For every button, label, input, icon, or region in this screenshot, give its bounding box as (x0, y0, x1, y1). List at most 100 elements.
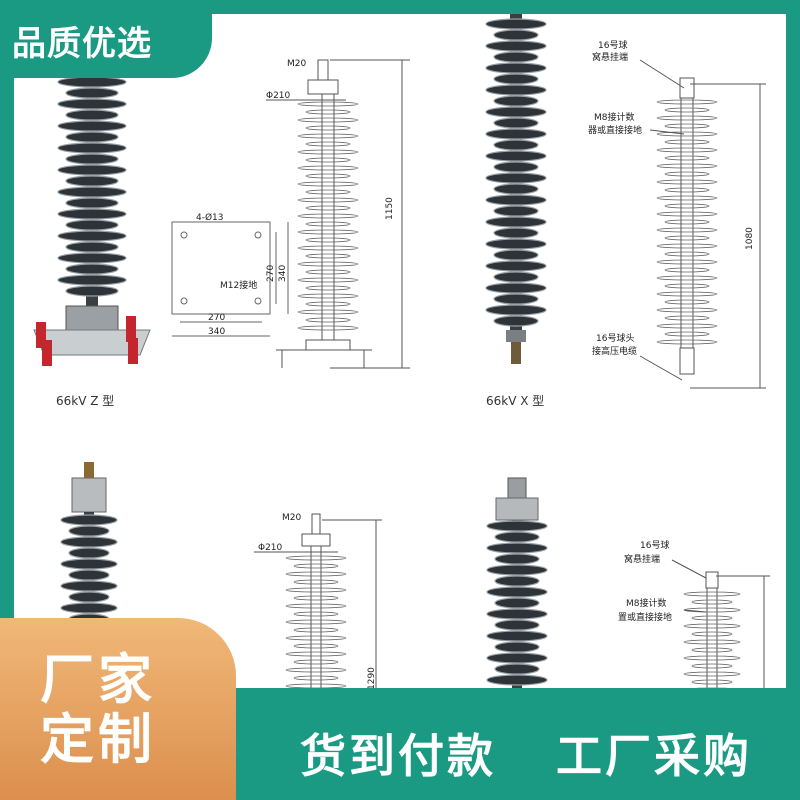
insulator-shed (485, 260, 547, 272)
insulator-shed (485, 18, 547, 30)
insulator-shed (485, 238, 547, 250)
insulator-shed (656, 131, 718, 137)
insulator-shed (486, 586, 548, 598)
insulator-shed (305, 285, 351, 291)
insulator-shed (285, 555, 347, 561)
insulator-shed (664, 315, 710, 321)
insulator-shed (68, 547, 110, 559)
insulator-shed (493, 293, 539, 305)
insulator-shed (683, 639, 741, 645)
insulator-shed (293, 675, 339, 681)
insulator-shed (297, 325, 359, 331)
insulator-shed (297, 133, 359, 139)
banner-left-text: 货到付款 (300, 729, 496, 783)
insulator-shed (60, 536, 118, 548)
insulator-shed (486, 564, 548, 576)
insulator-shed (486, 630, 548, 642)
insulator-shed (664, 267, 710, 273)
insulator-shed (57, 164, 127, 176)
insulator-shed (656, 291, 718, 297)
insulator-shed (494, 597, 540, 609)
d4-ball-top-1: 16号球 (640, 539, 669, 551)
insulator-shed (493, 161, 539, 173)
insulator-shed (485, 40, 547, 52)
insulator-shed (664, 219, 710, 225)
d2-m8-2: 器或直接接地 (588, 124, 642, 136)
insulator-shed (65, 109, 119, 121)
insulator-shed (691, 615, 733, 621)
insulator-shed (297, 213, 359, 219)
insulator-shed (65, 219, 119, 231)
insulator-shed (493, 271, 539, 283)
insulator-shed (60, 514, 118, 526)
insulator-shed (305, 109, 351, 115)
arrester-photo-z (33, 70, 151, 366)
insulator-shed (664, 299, 710, 305)
insulator-shed (60, 580, 118, 592)
insulator-shed (285, 571, 347, 577)
insulator-shed (486, 608, 548, 620)
insulator-shed (493, 51, 539, 63)
d2-m8-1: M8接计数 (594, 111, 635, 123)
insulator-shed (305, 141, 351, 147)
insulator-shed (486, 542, 548, 554)
insulator-shed (493, 249, 539, 261)
d2-ball-bot-1: 16号球头 (596, 332, 634, 344)
d2-ball-top-1: 16号球 (598, 39, 627, 51)
insulator-shed (656, 115, 718, 121)
insulator-shed (493, 29, 539, 41)
arrester-drawing-3 (254, 513, 382, 692)
insulator-shed (485, 106, 547, 118)
banner-right-text: 工厂采购 (556, 729, 752, 783)
d3-phi-label: Φ210 (258, 543, 283, 553)
insulator-shed (486, 520, 548, 532)
insulator-shed (65, 285, 119, 297)
insulator-shed (664, 251, 710, 257)
insulator-shed (691, 663, 733, 669)
insulator-shed (493, 227, 539, 239)
insulator-shed (293, 611, 339, 617)
insulator-shed (57, 98, 127, 110)
insulator-shed (656, 323, 718, 329)
insulator-shed (297, 117, 359, 123)
insulator-shed (293, 595, 339, 601)
d2-height-label: 1080 (745, 227, 755, 250)
insulator-shed (493, 315, 539, 327)
insulator-shed (297, 197, 359, 203)
plate-w2-label: 340 (208, 327, 225, 337)
insulator-shed (305, 173, 351, 179)
insulator-shed (664, 171, 710, 177)
insulator-shed (485, 62, 547, 74)
d4-m8-2: 置或直接接地 (618, 611, 672, 623)
insulator-shed (297, 261, 359, 267)
d4-ball-top-2: 窝悬挂端 (624, 553, 660, 565)
insulator-shed (297, 229, 359, 235)
insulator-shed (57, 252, 127, 264)
insulator-shed (683, 671, 741, 677)
insulator-shed (297, 309, 359, 315)
insulator-shed (494, 553, 540, 565)
insulator-shed (65, 263, 119, 275)
insulator-shed (656, 99, 718, 105)
insulator-shed (305, 221, 351, 227)
insulator-shed (683, 607, 741, 613)
arrester-drawing-2 (639, 59, 766, 389)
insulator-shed (57, 230, 127, 242)
insulator-shed (65, 197, 119, 209)
insulator-shed (485, 282, 547, 294)
insulator-shed (293, 563, 339, 569)
insulator-shed (297, 101, 359, 107)
insulator-shed (494, 641, 540, 653)
insulator-shed (656, 179, 718, 185)
insulator-shed (68, 591, 110, 603)
insulator-shed (486, 652, 548, 664)
insulator-shed (493, 139, 539, 151)
insulator-shed (285, 635, 347, 641)
insulator-shed (656, 211, 718, 217)
insulator-shed (691, 647, 733, 653)
insulator-shed (485, 172, 547, 184)
insulator-shed (485, 128, 547, 140)
plate-h2-label: 340 (278, 265, 288, 282)
arrester-drawing-4 (671, 559, 770, 693)
insulator-shed (664, 235, 710, 241)
